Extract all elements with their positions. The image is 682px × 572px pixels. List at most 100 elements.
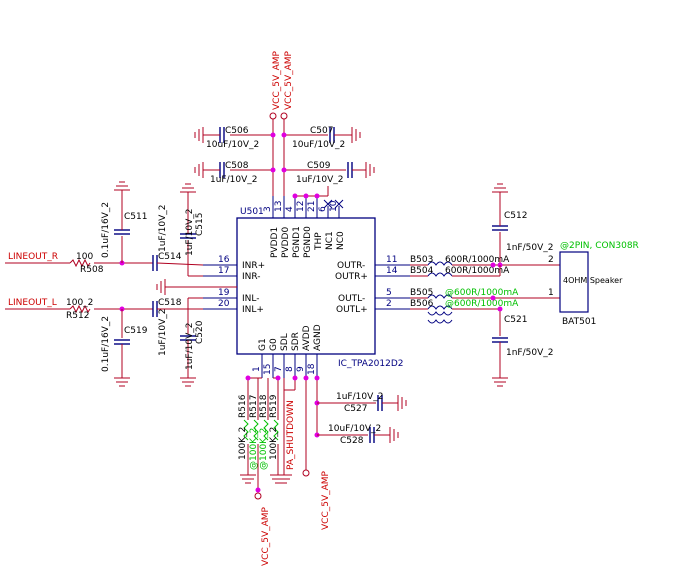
cap-c527[interactable]: 1uF/10V_2 C527 <box>317 392 407 414</box>
bead-b505[interactable]: B505 @600R/1000mA <box>410 288 519 299</box>
pin-name: INL- <box>242 294 260 304</box>
pin-name: PVDD0 <box>281 227 291 258</box>
cap-c507[interactable]: C507 10uF/10V_2 <box>284 126 361 150</box>
pin-name: OUTL+ <box>336 305 368 315</box>
pin-number: 12 <box>296 201 306 212</box>
pin-name: G0 <box>269 338 279 351</box>
cap-c515[interactable]: C515 1uF/10V_2 <box>180 183 205 277</box>
resistor-bank-r516-r519[interactable]: 100K_2 R516 R517 R518 R519 @100K_2 @100K… <box>238 377 286 490</box>
resistor-value: 100 <box>76 252 93 262</box>
connector-label: 4OHM Speaker <box>563 276 623 285</box>
resistor-ref: R508 <box>80 265 104 275</box>
bead-b504[interactable]: B504 600R/1000mA <box>410 266 510 277</box>
cap-value: 1uF/10V_2 <box>210 175 257 185</box>
vcc-top-rails: VCC_5V_AMP VCC_5V_AMP <box>269 50 294 196</box>
bead-ref: B505 <box>410 288 433 298</box>
vcc-label: VCC_5V_AMP <box>261 506 271 566</box>
pin-number: 19 <box>218 288 230 298</box>
pin-name: SDR <box>291 332 301 351</box>
cap-ref: C515 <box>195 213 205 236</box>
net-lineout-r[interactable]: LINEOUT_R <box>5 252 70 264</box>
gnd-pin19 <box>156 279 237 295</box>
resistor-dnp-value: @100K_2 <box>259 428 269 470</box>
bead-value: 600R/1000mA <box>445 255 510 265</box>
chip-refdes: U501 <box>240 207 264 217</box>
chip-part-number: IC_TPA2012D2 <box>338 359 404 369</box>
cap-c514[interactable]: C514 1uF/10V_2 <box>152 205 204 271</box>
cap-c528[interactable]: 10uF/10V_2 C528 <box>317 424 399 446</box>
pin-number: 17 <box>218 266 229 276</box>
cap-ref: C521 <box>504 315 527 325</box>
cap-c519[interactable]: C519 0.1uF/16V_2 <box>101 309 148 387</box>
cap-c506[interactable]: C506 10uF/10V_2 <box>194 126 273 150</box>
pin-number: 6 <box>318 206 328 212</box>
bead-value: @600R/1000mA <box>445 288 519 298</box>
connector-pin1: 1 <box>548 288 554 298</box>
net-pa-shutdown[interactable]: PA_SHUTDOWN <box>276 375 298 484</box>
pin-name: OUTL- <box>338 294 365 304</box>
pin-number: 1 <box>252 366 262 372</box>
cap-ref: C519 <box>124 326 148 336</box>
pin-number: 13 <box>274 201 284 212</box>
resistor-ref: R516 <box>238 394 248 418</box>
resistor-r508[interactable]: 100 R508 <box>69 252 104 275</box>
chip-bottom-pins: 1 15 7 8 9 18 G1 G0 SDL SDR AVDD AGND <box>252 324 323 378</box>
cap-value: 10uF/10V_2 <box>328 424 381 434</box>
cap-ref: C506 <box>225 126 249 136</box>
cap-value: 0.1uF/16V_2 <box>101 202 111 258</box>
bead-ref: B503 <box>410 255 433 265</box>
pin-name: OUTR+ <box>335 272 368 282</box>
cap-c521[interactable]: C521 1nF/50V_2 <box>492 309 553 387</box>
bead-b506[interactable]: B506 @600R/1000mA <box>410 299 519 310</box>
resistor-value: 100_2 <box>66 298 93 308</box>
resistor-ref: R512 <box>66 311 89 321</box>
pin-number: 15 <box>263 364 273 375</box>
pin-name: AVDD <box>302 325 312 351</box>
cap-ref: C509 <box>307 161 331 171</box>
chip-body[interactable] <box>236 217 376 355</box>
cap-c508[interactable]: C508 1uF/10V_2 <box>194 161 273 185</box>
bead-ref: B506 <box>410 299 434 309</box>
pin-name: INR- <box>242 272 261 282</box>
net-lineout-l[interactable]: LINEOUT_L <box>5 298 70 310</box>
vcc-label: VCC_5V_AMP <box>272 50 282 110</box>
bead-value: @600R/1000mA <box>445 299 519 309</box>
cap-value: 1uF/10V_2 <box>185 209 195 256</box>
cap-ref: C507 <box>310 126 333 136</box>
cap-c512[interactable]: C512 1nF/50V_2 <box>492 183 553 265</box>
cap-ref: C520 <box>195 320 205 344</box>
pgnd-net <box>270 132 329 199</box>
cap-c511[interactable]: C511 0.1uF/16V_2 <box>101 181 147 263</box>
pin-name: PGND1 <box>292 226 302 258</box>
pin-number: 10 <box>329 200 339 212</box>
pin-number: 5 <box>386 288 392 298</box>
cap-ref: C527 <box>344 404 367 414</box>
pin-name: SDL <box>280 333 290 351</box>
cap-c518[interactable]: C518 1uF/10V_2 <box>152 298 203 356</box>
bead-b503[interactable]: B503 600R/1000mA <box>410 255 560 266</box>
bead-value: 600R/1000mA <box>445 266 510 276</box>
cap-value: 1uF/10V_2 <box>296 175 343 185</box>
cap-value: 0.1uF/16V_2 <box>101 316 111 372</box>
pin-name: INL+ <box>242 305 264 315</box>
cap-ref: C511 <box>124 212 147 222</box>
pin-name: PVDD1 <box>270 227 280 258</box>
cap-value: 1uF/10V_2 <box>158 205 168 252</box>
cap-c509[interactable]: C509 1uF/10V_2 <box>284 161 375 185</box>
net-label-lineout-l: LINEOUT_L <box>8 298 57 308</box>
connector-bat501[interactable]: @2PIN, CON308R 2 1 4OHM Speaker BAT501 <box>548 241 639 327</box>
resistor-value: 100K_2 <box>238 427 248 460</box>
pin-name: PGND0 <box>303 226 313 258</box>
connector-pin2: 2 <box>548 255 554 265</box>
pin-number: 21 <box>307 201 317 212</box>
pin-number: 20 <box>218 299 230 309</box>
cap-value: 1uF/10V_2 <box>336 392 383 402</box>
pin-number: 3 <box>263 206 273 212</box>
cap-value: 10uF/10V_2 <box>206 140 259 150</box>
pin-number: 16 <box>218 255 230 265</box>
cap-c520[interactable]: C520 1uF/10V_2 <box>180 297 205 387</box>
chip-left-pins: 16 17 19 20 INR+ INR- INL- INL+ <box>203 255 265 315</box>
resistor-r512[interactable]: 100_2 R512 <box>66 298 93 321</box>
cap-value: 1nF/50V_2 <box>506 348 553 358</box>
